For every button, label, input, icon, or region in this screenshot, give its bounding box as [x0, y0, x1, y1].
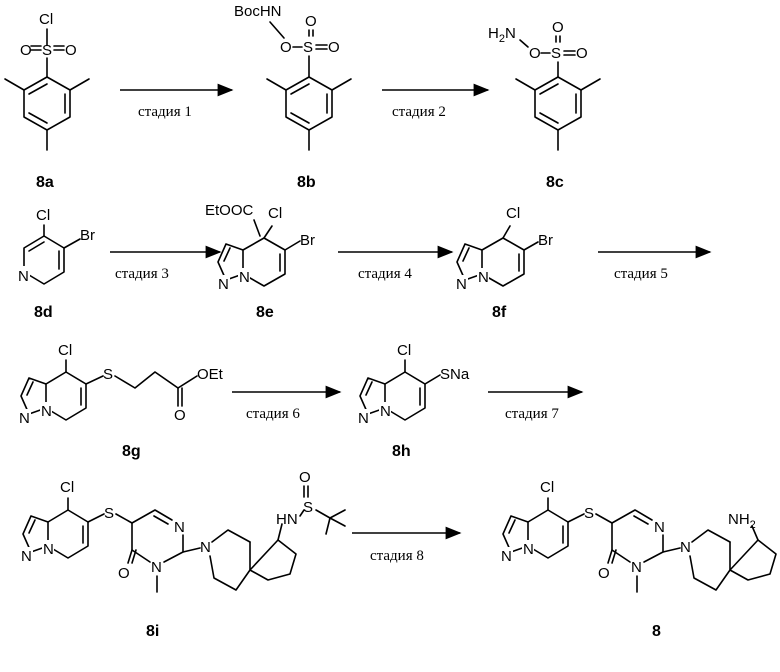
compound-label-8e: 8e — [256, 304, 274, 321]
atom-n: N — [200, 539, 211, 556]
atom-o: O — [576, 45, 588, 62]
atom-cl: Cl — [36, 207, 50, 224]
atom-o: O — [20, 42, 32, 59]
structure-8a: Cl O S O 8a — [5, 11, 89, 191]
atom-n: N — [680, 539, 691, 556]
atom-o: O — [305, 13, 317, 30]
atom-n: N — [174, 519, 185, 536]
atom-n: N — [151, 559, 162, 576]
atom-br: Br — [80, 227, 95, 244]
atom-s: S — [303, 39, 313, 56]
atom-h: H2N — [488, 25, 516, 45]
structure-8i: Cl S O N N N HN S O N N 8i — [21, 469, 345, 640]
atom-cl: Cl — [540, 479, 554, 496]
atom-n: N — [456, 276, 467, 293]
atom-n: N — [523, 541, 534, 558]
atom-o: O — [65, 42, 77, 59]
atom-br: Br — [300, 232, 315, 249]
structure-8h: Cl SNa N N 8h — [358, 342, 470, 460]
atom-bochn: BocHN — [234, 3, 282, 20]
atom-n: N — [239, 269, 250, 286]
compound-label-8g: 8g — [122, 443, 141, 460]
atom-s: S — [103, 366, 113, 383]
structure-8b: BocHN O S O O 8b — [234, 3, 351, 191]
structure-8g: Cl S O OEt N N 8g — [19, 342, 224, 460]
atom-s: S — [303, 499, 313, 516]
atom-n: N — [18, 268, 29, 285]
compound-label-8c: 8c — [546, 174, 564, 191]
atom-o: O — [552, 19, 564, 36]
step-label-8: стадия 8 — [370, 548, 424, 564]
step-label-2: стадия 2 — [392, 104, 446, 120]
compound-label-8h: 8h — [392, 443, 411, 460]
compound-label-8: 8 — [652, 623, 661, 640]
atom-oet: OEt — [197, 366, 224, 383]
atom-o: O — [299, 469, 311, 486]
atom-br: Br — [538, 232, 553, 249]
compound-label-8f: 8f — [492, 304, 507, 321]
atom-n: N — [19, 410, 30, 427]
atom-n: N — [654, 519, 665, 536]
atom-etooc: EtOOC — [205, 202, 254, 219]
structure-8d: Cl Br N 8d — [18, 207, 95, 321]
structure-8f: Cl Br N N 8f — [456, 205, 553, 321]
atom-s: S — [551, 45, 561, 62]
atom-cl: Cl — [397, 342, 411, 359]
atom-o: O — [328, 39, 340, 56]
atom-n: N — [478, 269, 489, 286]
compound-label-8b: 8b — [297, 174, 316, 191]
step-label-4: стадия 4 — [358, 266, 412, 282]
atom-n: N — [358, 410, 369, 427]
step-label-5: стадия 5 — [614, 266, 668, 282]
atom-o: O — [529, 45, 541, 62]
atom-cl: Cl — [60, 479, 74, 496]
atom-hn: HN — [276, 511, 298, 528]
step-label-7: стадия 7 — [505, 406, 559, 422]
atom-o: O — [174, 407, 186, 424]
atom-n: N — [218, 276, 229, 293]
atom-o: O — [118, 565, 130, 582]
atom-cl: Cl — [39, 11, 53, 28]
compound-label-8d: 8d — [34, 304, 53, 321]
atom-n: N — [43, 541, 54, 558]
atom-s: S — [584, 505, 594, 522]
atom-o: O — [598, 565, 610, 582]
step-label-6: стадия 6 — [246, 406, 300, 422]
structure-8c: H2N O S O O 8c — [488, 19, 600, 191]
atom-n: N — [631, 559, 642, 576]
atom-nh2: NH2 — [728, 511, 756, 531]
atom-n: N — [41, 403, 52, 420]
atom-cl: Cl — [58, 342, 72, 359]
structure-8: Cl S O N N N NH2 N N 8 — [501, 479, 776, 640]
atom-o: O — [280, 39, 292, 56]
atom-n: N — [501, 548, 512, 565]
atom-s: S — [104, 505, 114, 522]
step-label-1: стадия 1 — [138, 104, 192, 120]
structure-8e: EtOOC Cl Br N N 8e — [205, 202, 315, 321]
compound-label-8a: 8a — [36, 174, 54, 191]
step-label-3: стадия 3 — [115, 266, 169, 282]
atom-n: N — [21, 548, 32, 565]
atom-n: N — [380, 403, 391, 420]
atom-cl: Cl — [268, 205, 282, 222]
atom-s: S — [42, 42, 52, 59]
compound-label-8i: 8i — [146, 623, 159, 640]
atom-cl: Cl — [506, 205, 520, 222]
atom-sna: SNa — [440, 366, 470, 383]
